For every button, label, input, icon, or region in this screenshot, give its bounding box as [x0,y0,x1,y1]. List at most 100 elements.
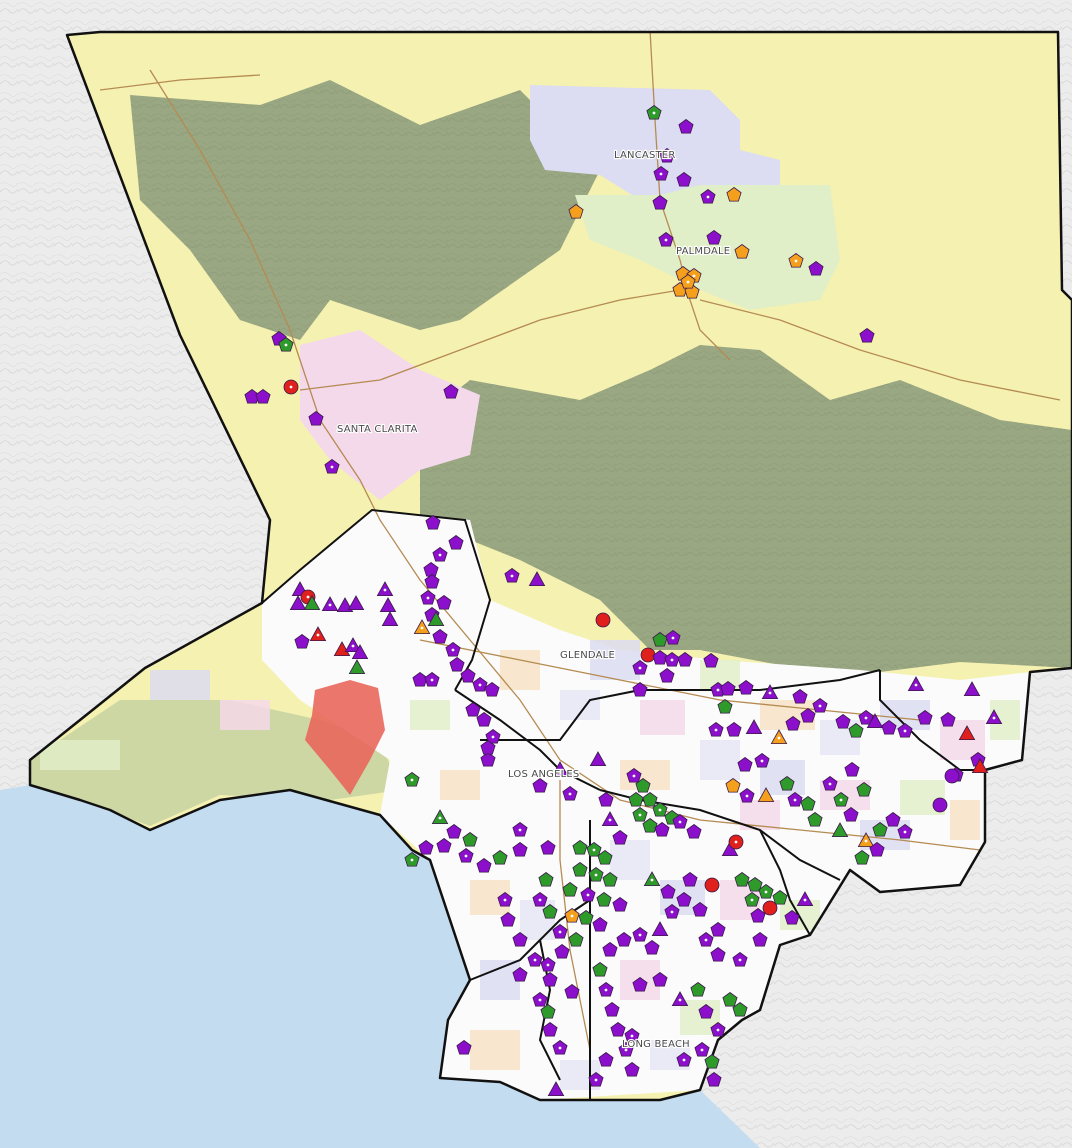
purple-pentagon-marker[interactable] [654,822,670,837]
green-pentagon-marker[interactable] [572,840,588,855]
purple-circle-marker[interactable] [944,768,960,784]
red-circle-marker[interactable] [595,612,611,628]
purple-pentagon-marker[interactable] [917,710,933,725]
purple-pentagon-marker[interactable] [703,653,719,668]
purple-pentagon-marker[interactable] [616,932,632,947]
purple-triangle-marker[interactable] [347,595,365,610]
purple-pentagon-marker[interactable] [692,902,708,917]
purple-pentagon-marker[interactable] [436,838,452,853]
green-pentagon-marker[interactable] [540,1004,556,1019]
purple-pentagon-marker[interactable] [632,977,648,992]
red-triangle-marker[interactable] [958,725,976,740]
purple-pentagon-marker[interactable] [869,842,885,857]
green-pentagon-marker[interactable] [462,832,478,847]
purple-triangle-marker[interactable] [866,713,884,728]
purple-pentagon-marker[interactable] [676,172,692,187]
green-pentagon-marker[interactable] [732,1002,748,1017]
purple-pentagon-marker[interactable] [255,389,271,404]
green-pentagon-marker[interactable] [690,982,706,997]
purple-triangle-marker[interactable] [379,597,397,612]
purple-pentagon-marker[interactable] [436,595,452,610]
purple-pentagon-marker[interactable] [512,932,528,947]
purple-triangle-marker[interactable] [528,571,546,586]
purple-pentagon-marker[interactable] [676,892,692,907]
purple-pentagon-marker[interactable] [698,1004,714,1019]
green-pentagon-marker[interactable] [642,818,658,833]
purple-pentagon-marker[interactable] [476,712,492,727]
purple-triangle-marker[interactable] [289,595,307,610]
purple-pentagon-marker[interactable] [480,740,496,755]
purple-pentagon-marker[interactable] [682,872,698,887]
purple-pentagon-marker[interactable] [706,1072,722,1087]
purple-pentagon-marker[interactable] [612,830,628,845]
purple-pentagon-marker[interactable] [542,972,558,987]
purple-pentagon-marker[interactable] [738,680,754,695]
purple-pentagon-marker[interactable] [308,411,324,426]
purple-pentagon-marker[interactable] [542,1022,558,1037]
purple-pentagon-marker[interactable] [750,908,766,923]
purple-pentagon-marker[interactable] [610,1022,626,1037]
purple-pentagon-marker[interactable] [808,261,824,276]
purple-pentagon-marker[interactable] [659,148,675,163]
green-pentagon-marker[interactable] [635,778,651,793]
purple-pentagon-marker[interactable] [706,230,722,245]
green-pentagon-marker[interactable] [592,962,608,977]
green-pentagon-marker[interactable] [872,822,888,837]
purple-triangle-marker[interactable] [381,611,399,626]
red-circle-marker[interactable] [762,900,778,916]
green-pentagon-marker[interactable] [572,862,588,877]
purple-pentagon-marker[interactable] [726,722,742,737]
green-pentagon-marker[interactable] [704,1054,720,1069]
orange-triangle-marker[interactable] [757,787,775,802]
red-triangle-marker[interactable] [971,758,989,773]
purple-pentagon-marker[interactable] [512,842,528,857]
green-pentagon-marker[interactable] [734,872,750,887]
purple-pentagon-marker[interactable] [564,984,580,999]
orange-pentagon-marker[interactable] [725,778,741,793]
purple-pentagon-marker[interactable] [480,752,496,767]
green-triangle-marker[interactable] [427,611,445,626]
purple-pentagon-marker[interactable] [294,634,310,649]
purple-pentagon-marker[interactable] [500,912,516,927]
purple-pentagon-marker[interactable] [432,629,448,644]
purple-pentagon-marker[interactable] [540,840,556,855]
green-pentagon-marker[interactable] [854,850,870,865]
purple-pentagon-marker[interactable] [737,757,753,772]
purple-pentagon-marker[interactable] [710,922,726,937]
green-pentagon-marker[interactable] [856,782,872,797]
purple-pentagon-marker[interactable] [425,515,441,530]
purple-triangle-marker[interactable] [651,921,669,936]
red-triangle-marker[interactable] [333,641,351,656]
purple-pentagon-marker[interactable] [844,762,860,777]
purple-pentagon-marker[interactable] [532,778,548,793]
green-pentagon-marker[interactable] [597,850,613,865]
green-pentagon-marker[interactable] [628,792,644,807]
purple-pentagon-marker[interactable] [456,1040,472,1055]
purple-pentagon-marker[interactable] [843,807,859,822]
purple-pentagon-marker[interactable] [652,650,668,665]
facility-markers[interactable] [244,105,1003,1096]
purple-pentagon-marker[interactable] [632,682,648,697]
purple-pentagon-marker[interactable] [859,328,875,343]
green-pentagon-marker[interactable] [492,850,508,865]
purple-pentagon-marker[interactable] [881,720,897,735]
green-triangle-marker[interactable] [303,595,321,610]
purple-pentagon-marker[interactable] [752,932,768,947]
purple-pentagon-marker[interactable] [449,657,465,672]
red-circle-marker[interactable] [704,877,720,893]
purple-pentagon-marker[interactable] [443,384,459,399]
green-pentagon-marker[interactable] [807,812,823,827]
orange-pentagon-marker[interactable] [568,204,584,219]
purple-pentagon-marker[interactable] [602,942,618,957]
purple-pentagon-marker[interactable] [652,972,668,987]
purple-pentagon-marker[interactable] [710,947,726,962]
purple-pentagon-marker[interactable] [484,682,500,697]
purple-triangle-marker[interactable] [589,751,607,766]
green-pentagon-marker[interactable] [596,892,612,907]
purple-circle-marker[interactable] [932,797,948,813]
green-triangle-marker[interactable] [831,822,849,837]
green-pentagon-marker[interactable] [717,699,733,714]
purple-pentagon-marker[interactable] [460,668,476,683]
purple-triangle-marker[interactable] [745,719,763,734]
